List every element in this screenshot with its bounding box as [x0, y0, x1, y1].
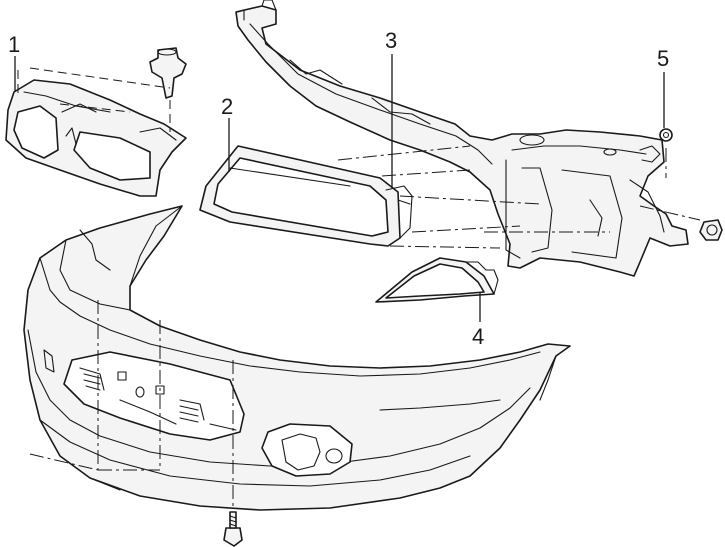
callout-label-1: 1 [8, 32, 20, 57]
callout-4: 4 [472, 292, 484, 349]
side-marker-lamp-part-4 [375, 257, 499, 303]
callout-3: 3 [385, 28, 397, 188]
nut-part-5 [659, 128, 673, 142]
assembly-lines [17, 67, 701, 510]
callout-label-5: 5 [657, 46, 669, 71]
clip-nut-right [699, 219, 723, 241]
mounting-bolt [223, 511, 243, 547]
callout-label-3: 3 [385, 28, 397, 53]
callout-label-2: 2 [221, 94, 233, 119]
callout-2: 2 [221, 94, 233, 172]
radiator-support-bracket [235, 0, 689, 277]
callout-5: 5 [657, 46, 669, 128]
headlamp-part-2 [199, 145, 413, 247]
headlamp-bracket-part-1 [5, 79, 187, 197]
bumper-cover [23, 205, 571, 511]
callout-1: 1 [8, 32, 20, 92]
callout-label-4: 4 [472, 324, 484, 349]
push-clip [149, 47, 187, 99]
